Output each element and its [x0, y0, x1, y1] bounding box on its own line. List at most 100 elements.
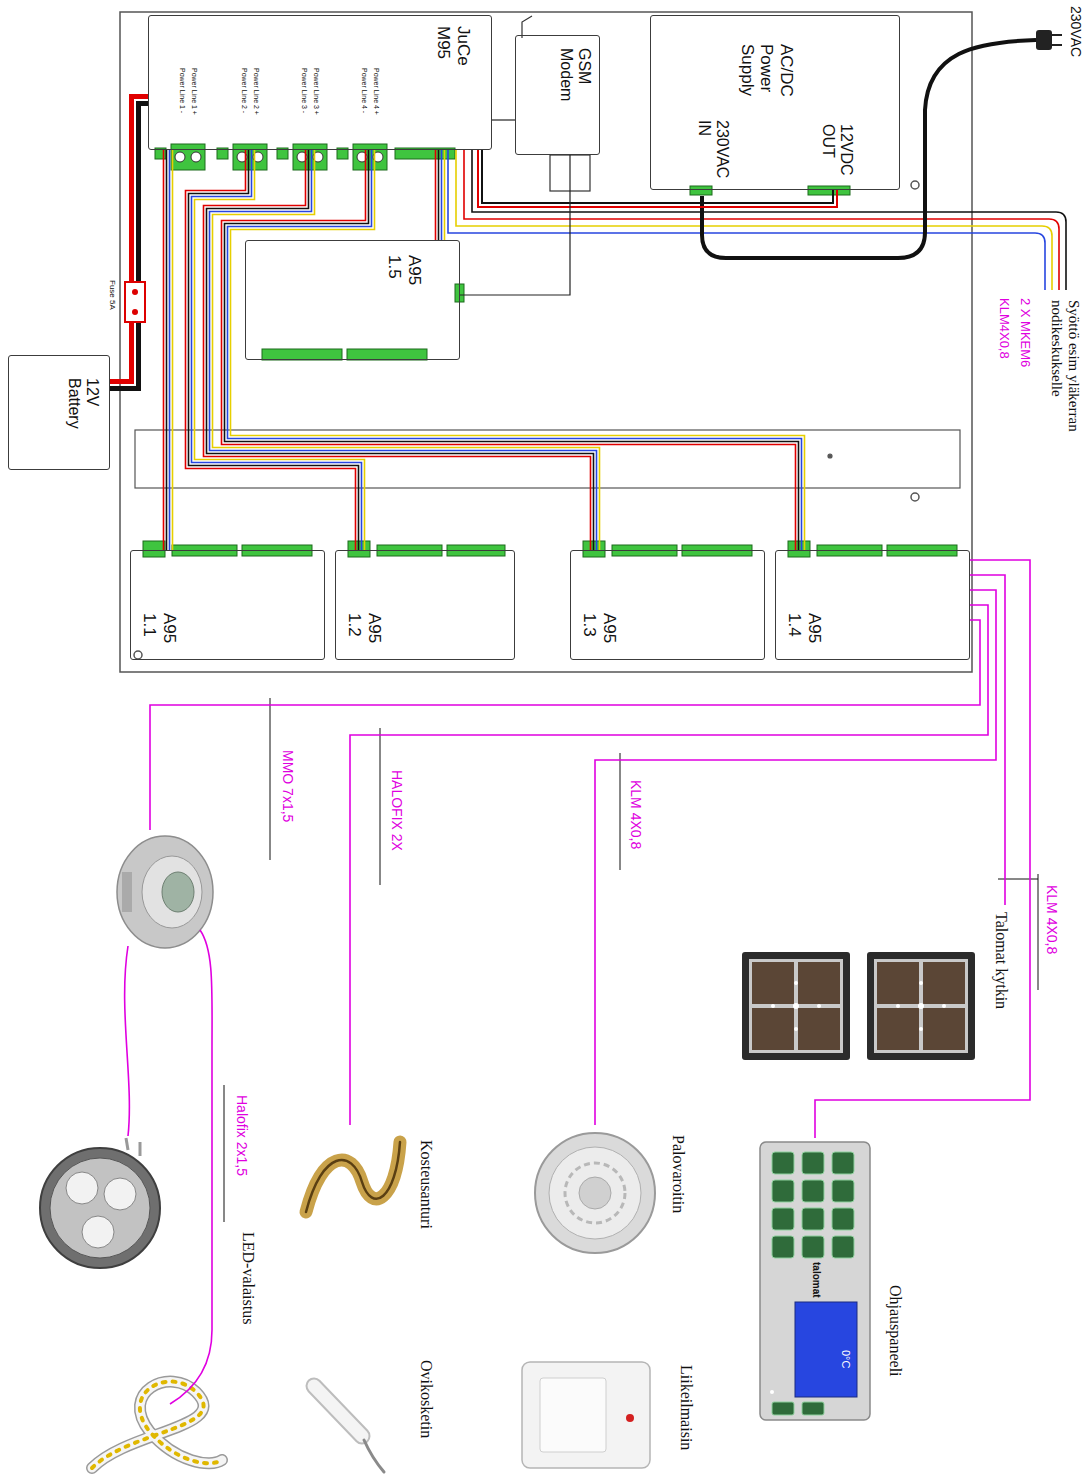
cable-note: Syöttö esim yläkerran nodikeskukselle	[1048, 300, 1083, 445]
control-panel	[772, 1180, 794, 1202]
door-contact	[314, 1386, 362, 1436]
wire	[460, 155, 570, 295]
wire	[595, 590, 996, 1125]
cable-type: 2 X MKEM6	[1017, 298, 1032, 367]
io-module-box: A95 1.4	[775, 550, 970, 660]
lamp-holder	[122, 872, 132, 912]
wire	[169, 150, 171, 550]
switch-plate	[771, 1004, 775, 1008]
terminal-strip	[143, 144, 957, 557]
voltage-label: 230VAC	[1068, 6, 1084, 57]
led-lamp	[104, 1178, 136, 1210]
wire	[225, 150, 799, 550]
control-panel	[802, 1208, 824, 1230]
pin-label: Power Line 2 +	[252, 68, 260, 115]
modem-antenna	[522, 16, 590, 191]
node-label: 230VAC IN	[694, 120, 731, 184]
terminal-strip	[262, 349, 342, 360]
io-module-box: A95 1.2	[335, 550, 515, 660]
feed-cable	[448, 150, 1066, 290]
humidity-sensor	[306, 1142, 400, 1212]
bus-cable	[222, 150, 805, 550]
led-lamp	[66, 1172, 98, 1204]
wire	[163, 150, 165, 550]
smoke-detector	[579, 1177, 611, 1209]
control-panel	[832, 1180, 854, 1202]
node-label: A95 1.5	[385, 255, 424, 293]
switch-plate	[752, 962, 794, 1004]
wire	[231, 150, 805, 550]
control-panel	[832, 1152, 854, 1174]
control-panel	[772, 1152, 794, 1174]
control-panel	[772, 1236, 794, 1258]
enclosure	[911, 493, 919, 501]
led-strip	[92, 1382, 222, 1468]
terminal-strip	[143, 541, 165, 557]
feed-cable	[464, 150, 1059, 290]
switch-plate	[918, 1003, 924, 1009]
feed-cable	[472, 150, 1066, 290]
terminal-screw	[175, 152, 383, 162]
wire	[478, 150, 837, 207]
wire	[441, 150, 443, 240]
leader-line	[270, 698, 271, 860]
battery-box: 12V Battery	[8, 355, 110, 470]
switch-plate	[923, 1008, 965, 1050]
led-lamp	[50, 1158, 150, 1258]
switch-plate	[742, 952, 975, 1060]
din-rail	[828, 454, 832, 458]
motion-detector	[626, 1414, 634, 1422]
control-panel	[802, 1180, 824, 1202]
control-panel	[770, 1390, 774, 1394]
cable-type: Halofix 2x1,5	[234, 1095, 250, 1176]
battery-cable	[110, 97, 148, 389]
wire	[492, 119, 515, 120]
wire	[110, 97, 148, 382]
mains-cord	[1052, 44, 1062, 46]
terminal-strip	[808, 186, 850, 195]
mains-cord	[1036, 30, 1052, 50]
door-contact	[314, 1386, 362, 1436]
leader-line	[1038, 874, 1039, 990]
wire	[815, 560, 1030, 1138]
device: LED-valaistus	[35, 830, 260, 1480]
node-label: Palovaroitin	[669, 1135, 687, 1213]
leader-line	[620, 753, 621, 870]
fuse-holder	[125, 282, 145, 322]
switch-plate	[794, 1027, 798, 1031]
terminal-strip	[171, 144, 205, 170]
terminal-strip	[690, 186, 712, 195]
led-strip	[92, 1382, 222, 1468]
lamp-cable	[170, 930, 212, 1404]
field-cable	[815, 560, 1030, 1138]
switch-plate	[798, 962, 840, 1004]
device: Talomat kytkin	[735, 905, 1015, 1070]
node-label: A95 1.1	[140, 613, 179, 651]
fuse-label: Fuse 5A	[108, 280, 117, 310]
motion-detector	[540, 1378, 606, 1452]
field-cable	[595, 590, 996, 1125]
device: Ohjauspaneeli	[756, 1138, 908, 1426]
lamp-holder	[142, 856, 202, 928]
node-label: Ovikosketin	[417, 1360, 435, 1438]
fuse-holder	[125, 282, 145, 322]
switch-plate	[867, 952, 975, 1060]
wire	[189, 150, 359, 550]
leader-line	[224, 1085, 225, 1222]
wire	[444, 150, 446, 240]
switch-plate	[942, 1004, 946, 1008]
node-label: 12VDC OUT	[818, 124, 855, 182]
wire	[482, 150, 833, 203]
power-supply-box: AC/DC Power Supply12VDC OUT230VAC IN	[650, 15, 900, 190]
mains-cord	[702, 40, 1036, 258]
node-label: A95 1.3	[580, 613, 619, 651]
io-module-box: A95 1.3	[570, 550, 765, 660]
lamp-holder	[117, 836, 213, 948]
device: Kosteusanturi	[300, 1125, 438, 1232]
smoke-detector	[565, 1163, 625, 1223]
bus-cable	[436, 150, 445, 240]
wire	[207, 150, 594, 550]
